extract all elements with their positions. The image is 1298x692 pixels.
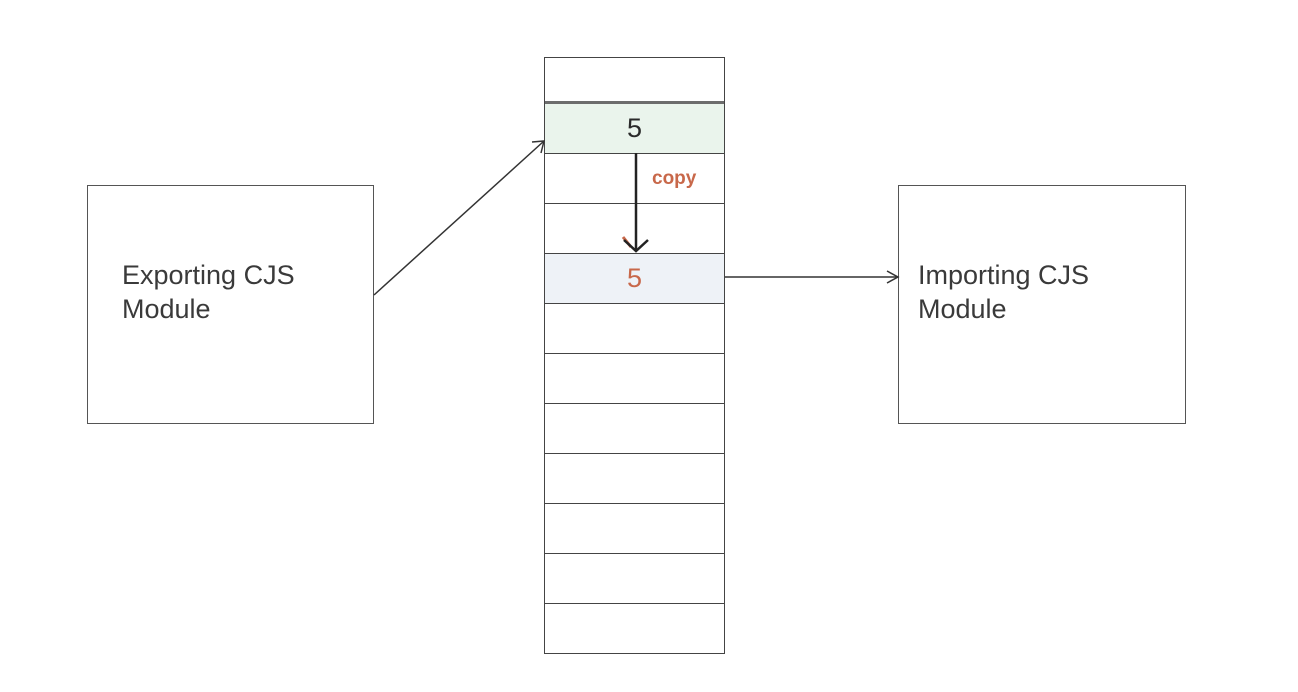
importing-module-label: Importing CJS Module	[918, 258, 1089, 326]
memory-cell	[545, 58, 724, 104]
importing-module-label-line1: Importing CJS	[918, 260, 1090, 290]
memory-cell	[545, 154, 724, 204]
exporting-module-label-line1: Exporting CJS	[122, 260, 295, 290]
importing-module-label-line2: Module	[918, 294, 1007, 324]
exported-value: 5	[626, 113, 643, 143]
memory-cell	[545, 404, 724, 454]
exporting-module-label-line2: Module	[122, 294, 211, 324]
memory-cell	[545, 304, 724, 354]
memory-cell-exported-value: 5	[545, 104, 724, 154]
memory-cell-copied-value: 5	[545, 254, 724, 304]
copy-label: copy	[652, 168, 697, 189]
exporting-module-label: Exporting CJS Module	[122, 258, 295, 326]
memory-cell	[545, 504, 724, 554]
memory-column: 5 5	[544, 57, 725, 654]
memory-cell	[545, 454, 724, 504]
memory-cell	[545, 554, 724, 604]
copied-value: 5	[626, 263, 643, 293]
memory-cell	[545, 354, 724, 404]
memory-cell	[545, 204, 724, 254]
exporting-module-box	[87, 185, 374, 424]
export-arrow	[373, 140, 545, 296]
importing-module-box	[898, 185, 1186, 424]
import-arrow	[725, 270, 900, 284]
copy-arrow	[621, 153, 649, 253]
memory-cell	[545, 604, 724, 654]
